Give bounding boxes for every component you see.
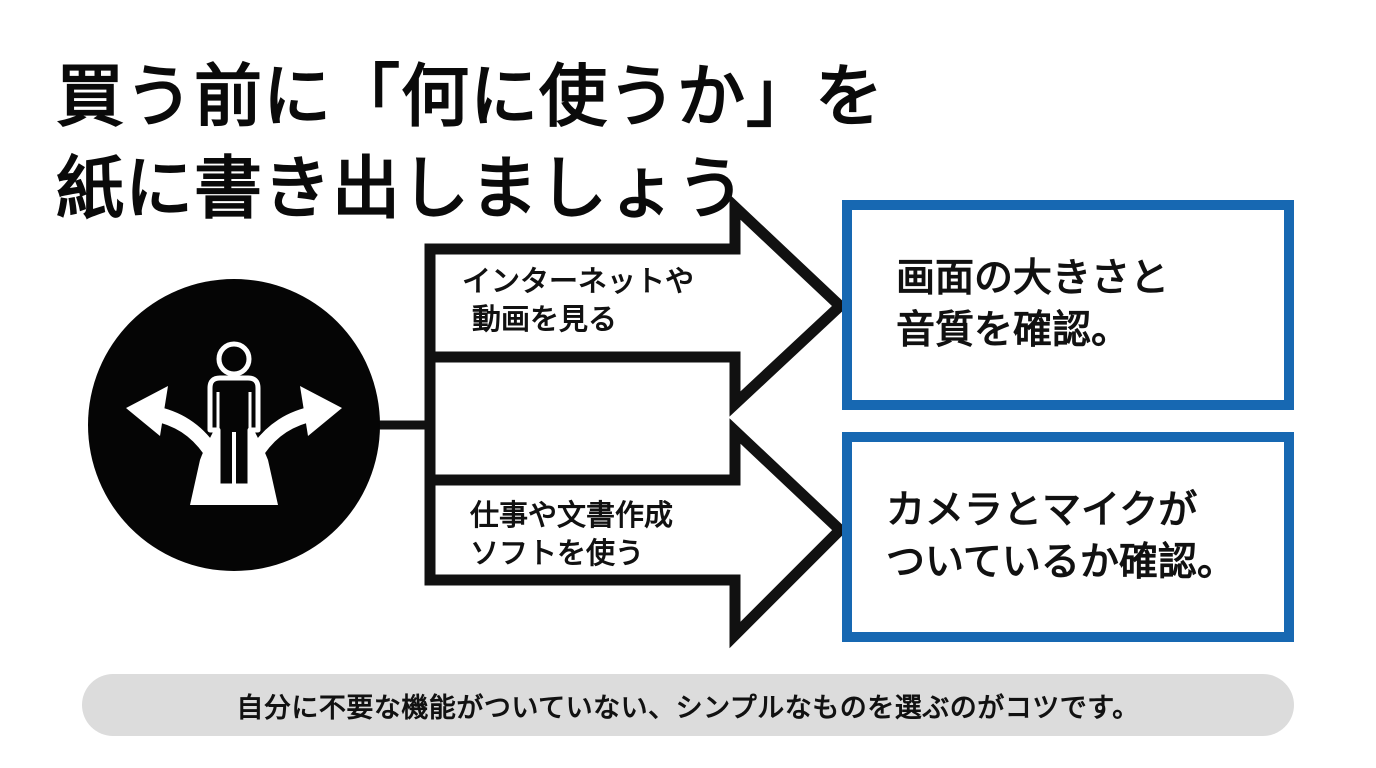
result-upper-line-1: 画面の大きさと bbox=[896, 256, 1170, 301]
page-title: 買う前に「何に使うか」を 紙に書き出しましょう bbox=[56, 52, 884, 236]
arrow-upper-label: インターネットや 動画を見る bbox=[462, 262, 694, 338]
arrow-lower-label: 仕事や文書作成 ソフトを使う bbox=[470, 496, 673, 572]
result-box-lower: カメラとマイクが ついているか確認。 bbox=[842, 432, 1294, 642]
title-line-1: 買う前に「何に使うか」を bbox=[56, 58, 885, 137]
result-lower-line-1: カメラとマイクが bbox=[886, 488, 1198, 533]
arrow-upper-label-line-1: インターネットや bbox=[462, 264, 695, 298]
footer-tip-bar: 自分に不要な機能がついていない、シンプルなものを選ぶのがコツです。 bbox=[82, 674, 1294, 736]
arrow-lower bbox=[424, 418, 848, 649]
arrow-upper bbox=[424, 194, 849, 417]
result-upper-text: 画面の大きさと 音質を確認。 bbox=[896, 253, 1169, 357]
result-upper-line-2: 音質を確認。 bbox=[896, 308, 1131, 353]
arrow-upper-label-line-2: 動画を見る bbox=[472, 302, 618, 336]
result-box-upper: 画面の大きさと 音質を確認。 bbox=[842, 200, 1294, 410]
arrow-lower-label-line-1: 仕事や文書作成 bbox=[470, 498, 674, 532]
title-line-2: 紙に書き出しましょう bbox=[56, 150, 747, 229]
result-lower-line-2: ついているか確認。 bbox=[886, 540, 1236, 585]
person-at-fork-icon bbox=[88, 279, 380, 571]
footer-tip-text: 自分に不要な機能がついていない、シンプルなものを選ぶのがコツです。 bbox=[236, 692, 1140, 724]
arrow-lower-label-line-2: ソフトを使う bbox=[470, 536, 645, 570]
result-lower-text: カメラとマイクが ついているか確認。 bbox=[886, 485, 1236, 589]
